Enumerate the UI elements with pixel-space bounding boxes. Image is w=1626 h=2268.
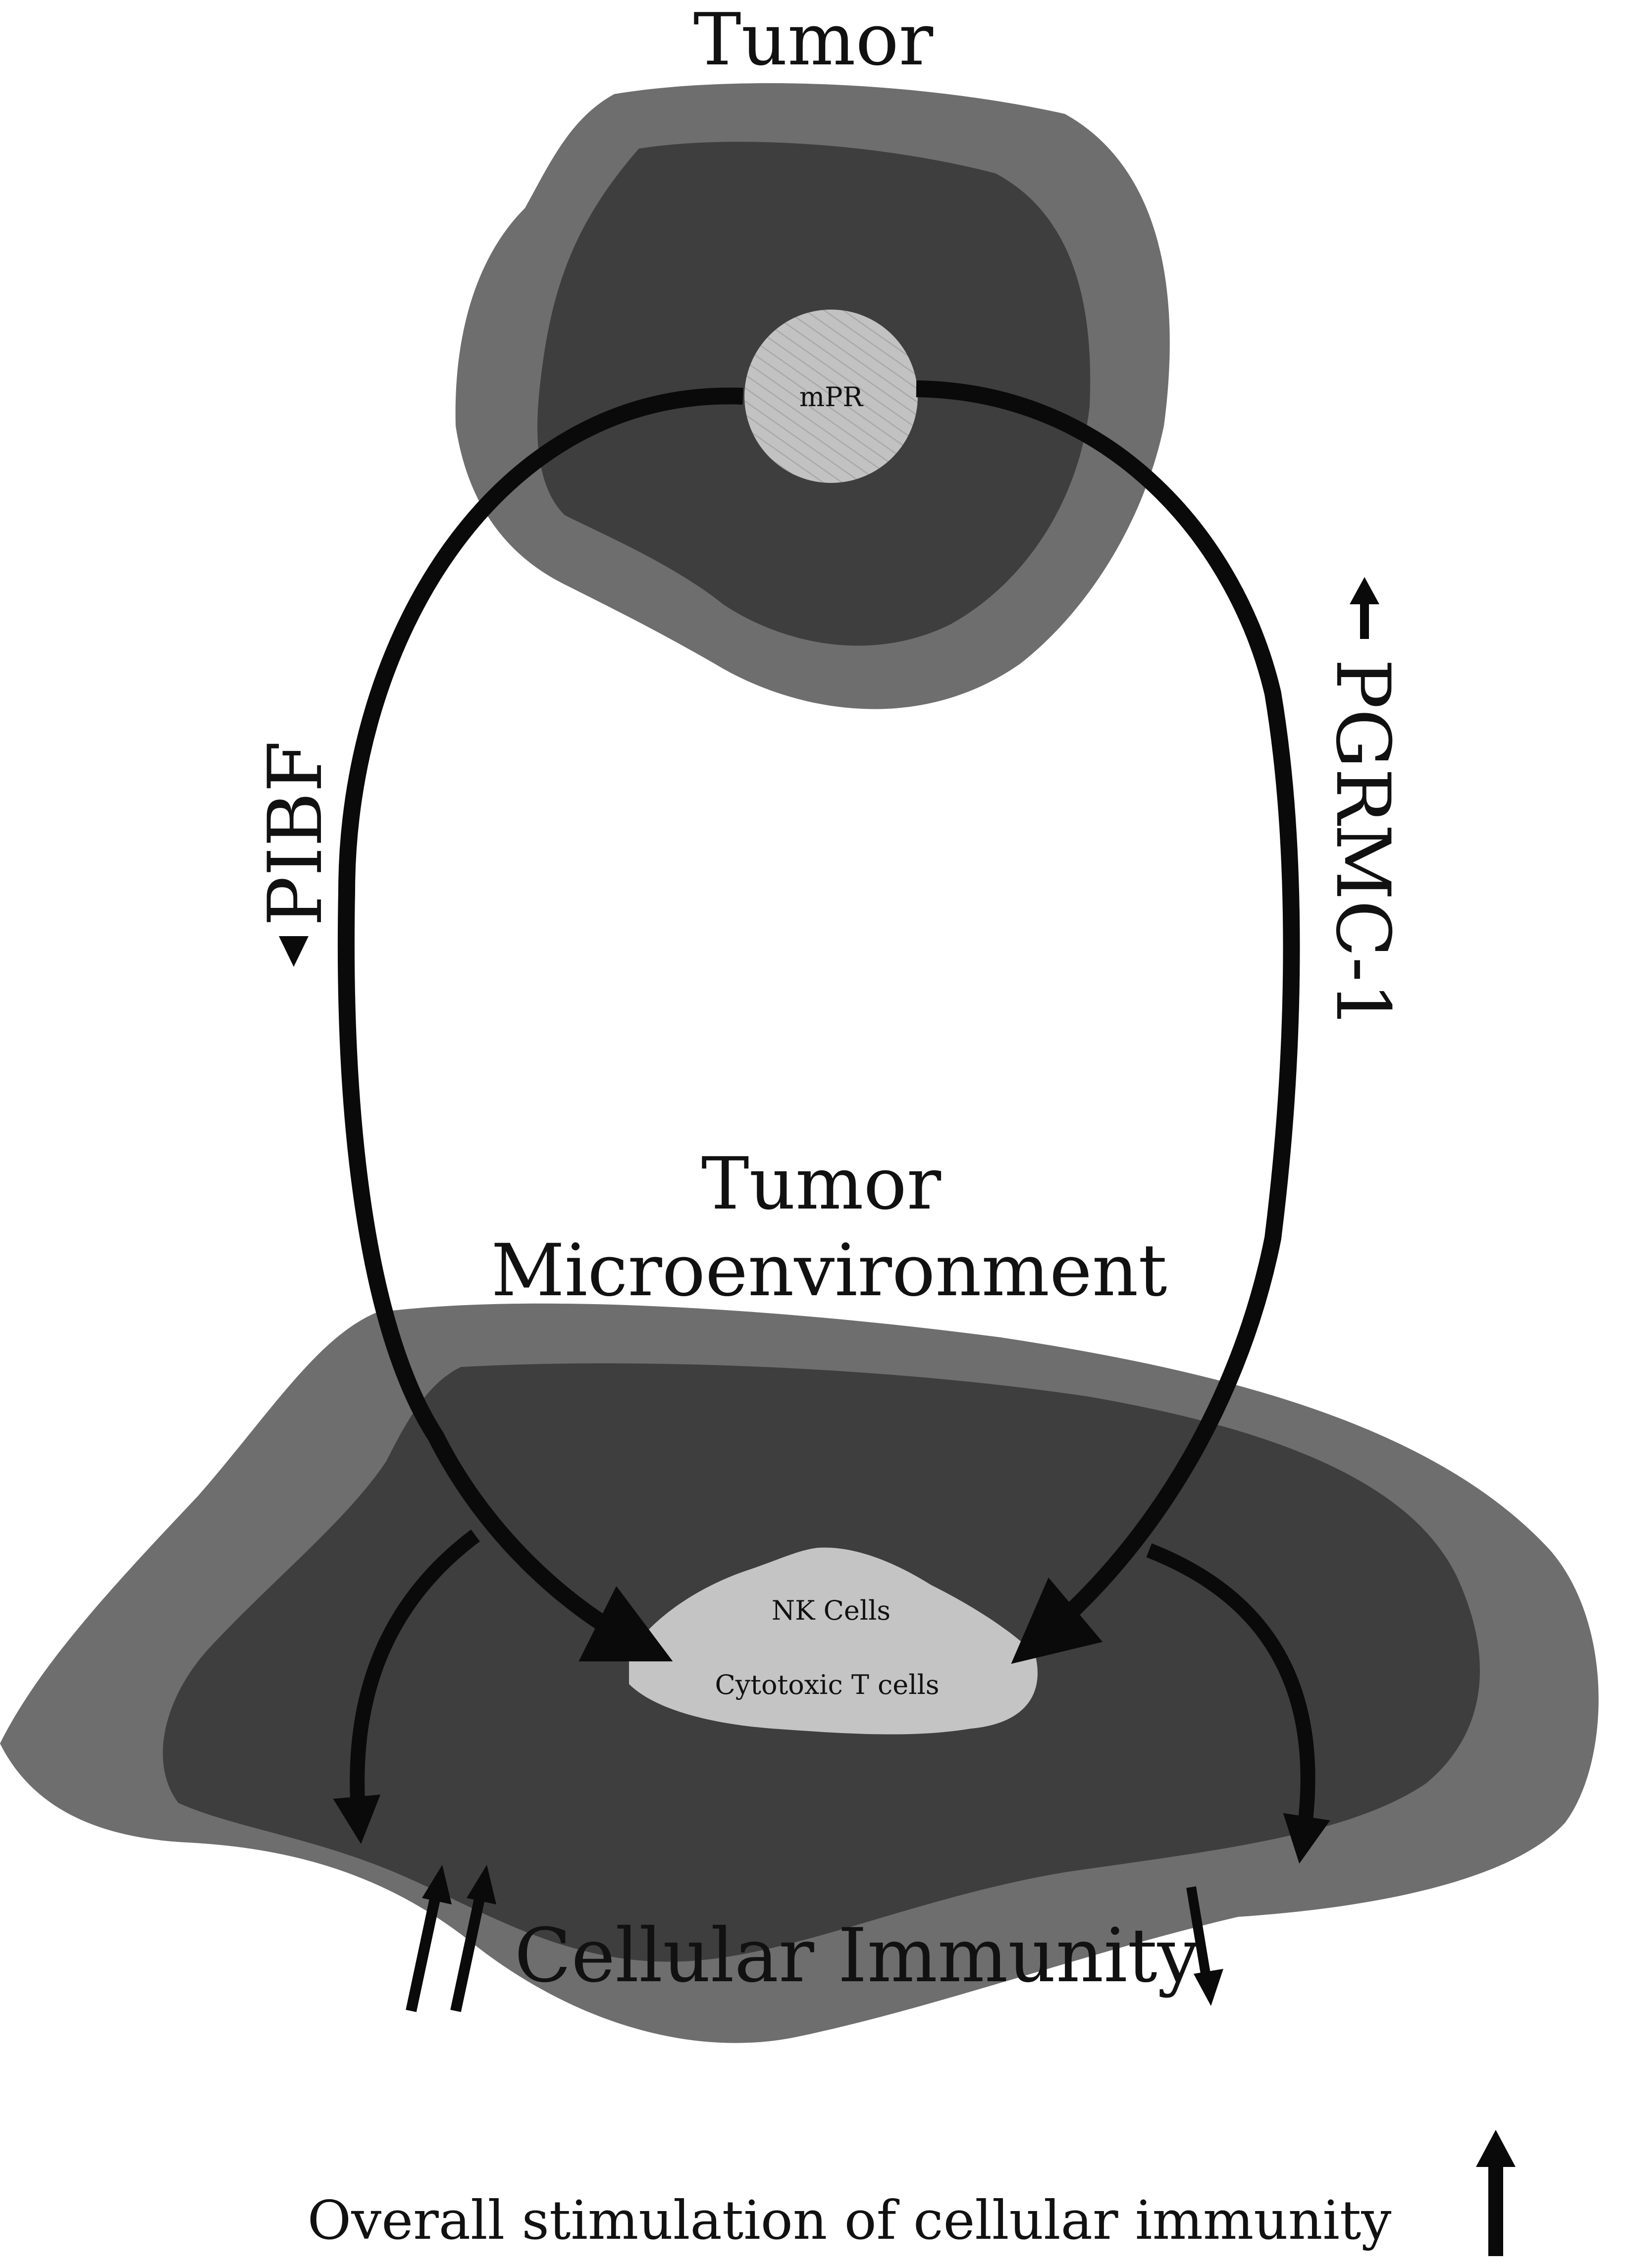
decrease-arrow-icon [1186,1886,1223,2006]
immune-cell-cluster: NK Cells Cytotoxic T cells [629,1547,1038,1735]
cytotoxic-t-cells-label: Cytotoxic T cells [715,1669,939,1700]
mpr-label: mPR [799,381,864,413]
microenvironment-title-line1: Tumor [701,1142,942,1226]
microenvironment-title-line2: Microenvironment [491,1229,1167,1313]
right-curve-arrow [1146,1543,1330,1864]
pgrmc1-increase-arrow-icon [1350,577,1379,639]
nk-cells-label: NK Cells [772,1595,891,1626]
pgrmc1-label-group: PGRMC-1 [1319,577,1406,1029]
pibf-decrease-arrow-icon [279,936,309,967]
footer-text: Overall stimulation of cellular immunity [308,2190,1392,2252]
pibf-label: PIBF [253,741,339,927]
pibf-label-group: PIBF [253,741,339,967]
tumor-title: Tumor [693,0,934,82]
cellular-immunity-label: Cellular Immunity [515,1913,1200,1999]
pgrmc1-arrow [916,380,1300,1664]
double-increase-arrow-icon [406,1865,496,2012]
mpr-receptor: mPR [744,310,918,483]
left-curve-arrow [333,1530,480,1845]
overall-increase-arrow-icon [1476,2130,1516,2256]
pgrmc1-label: PGRMC-1 [1319,659,1406,1029]
pibf-arrow [337,387,743,1662]
